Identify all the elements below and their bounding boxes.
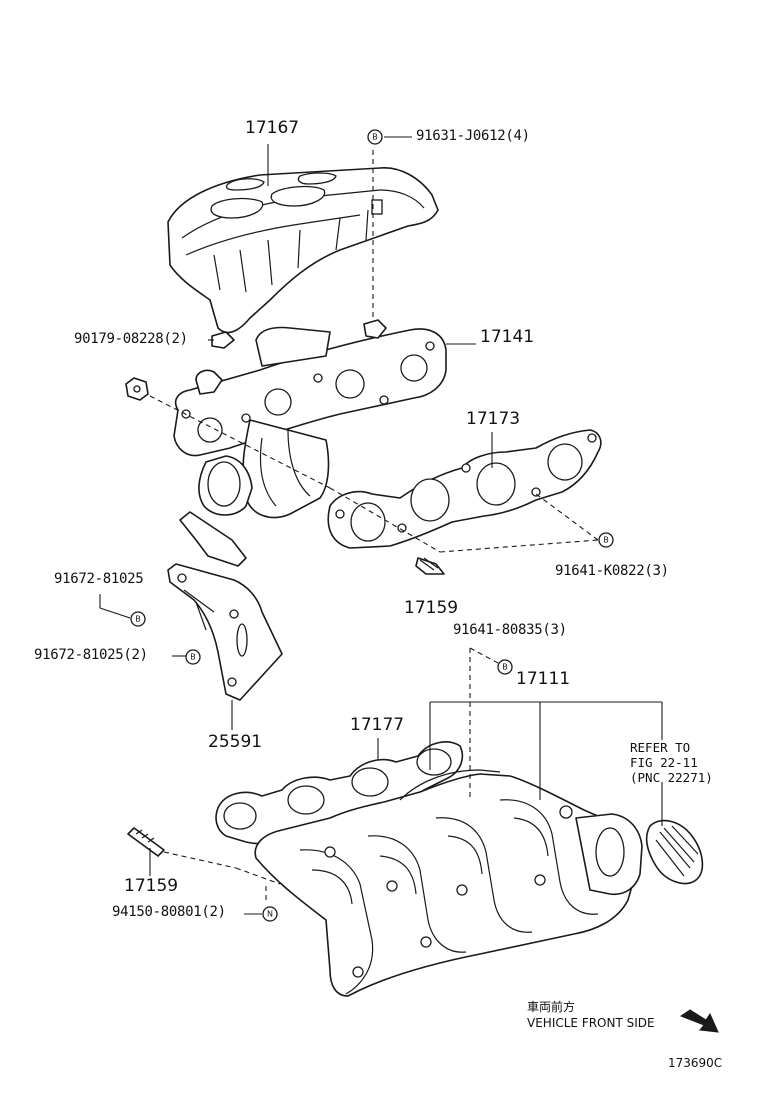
callout-17173[interactable]: 17173 [466, 409, 521, 429]
callout-94150-80801[interactable]: 94150-80801(2) [112, 904, 226, 920]
callout-91672-81025[interactable]: 91672-81025 [54, 571, 144, 587]
bolt-badge-right: B [598, 532, 614, 548]
throttle-body-gasket-ref[interactable] [645, 819, 704, 885]
reference-note-line3: (PNC 22271) [630, 770, 713, 785]
exhaust-gasket-17173[interactable] [327, 429, 602, 549]
bolt-badge-mid: B [497, 659, 513, 675]
callout-91641-k0822[interactable]: 91641-K0822(3) [555, 563, 669, 579]
callout-91641-80835[interactable]: 91641-80835(3) [453, 622, 567, 638]
svg-text:B: B [190, 653, 196, 662]
callout-90179-08228[interactable]: 90179-08228(2) [74, 331, 188, 347]
nut-90179-08228[interactable] [125, 377, 149, 401]
svg-text:B: B [372, 133, 378, 142]
front-label-japanese: 車両前方 [527, 1000, 576, 1014]
callout-17159-lower[interactable]: 17159 [124, 876, 179, 896]
reference-note[interactable]: REFER TO FIG 22-11 (PNC 22271) [630, 740, 713, 785]
callout-25591[interactable]: 25591 [208, 732, 263, 752]
nut-badge: N [262, 906, 278, 922]
bolt-badge-left-1: B [130, 611, 146, 627]
callout-91631-j0612[interactable]: 91631-J0612(4) [416, 128, 530, 144]
callout-17159-upper[interactable]: 17159 [404, 598, 459, 618]
bolt-badge-left-2: B [185, 649, 201, 665]
stud-bolt-17159-upper[interactable] [415, 557, 445, 575]
svg-text:N: N [267, 910, 273, 919]
callout-91672-81025-2[interactable]: 91672-81025(2) [34, 647, 148, 663]
svg-text:B: B [135, 615, 141, 624]
exhaust-manifold-17141[interactable] [173, 326, 447, 519]
svg-text:B: B [502, 663, 508, 672]
callout-17177[interactable]: 17177 [350, 715, 405, 735]
intake-manifold-17111[interactable] [254, 769, 643, 997]
manifold-nut-top [363, 319, 387, 339]
leader-lines [99, 136, 663, 915]
callout-17141[interactable]: 17141 [480, 327, 535, 347]
heat-insulator-17167[interactable] [167, 167, 439, 334]
front-label-english: VEHICLE FRONT SIDE [527, 1016, 655, 1030]
bolt-badge-top: B [367, 129, 383, 145]
reference-note-line2: FIG 22-11 [630, 755, 698, 770]
figure-id: 173690C [668, 1056, 723, 1070]
intake-gasket-17177[interactable] [215, 741, 464, 845]
svg-text:B: B [603, 536, 609, 545]
bracket-25591[interactable] [167, 511, 283, 701]
insulator-clip [211, 331, 235, 349]
front-direction-arrow-icon [679, 1009, 719, 1033]
reference-note-line1: REFER TO [630, 740, 691, 755]
stud-bolt-17159-lower[interactable] [127, 827, 165, 857]
callout-17167[interactable]: 17167 [245, 118, 300, 138]
callout-17111[interactable]: 17111 [516, 669, 571, 689]
dashed-lines [149, 150, 599, 904]
